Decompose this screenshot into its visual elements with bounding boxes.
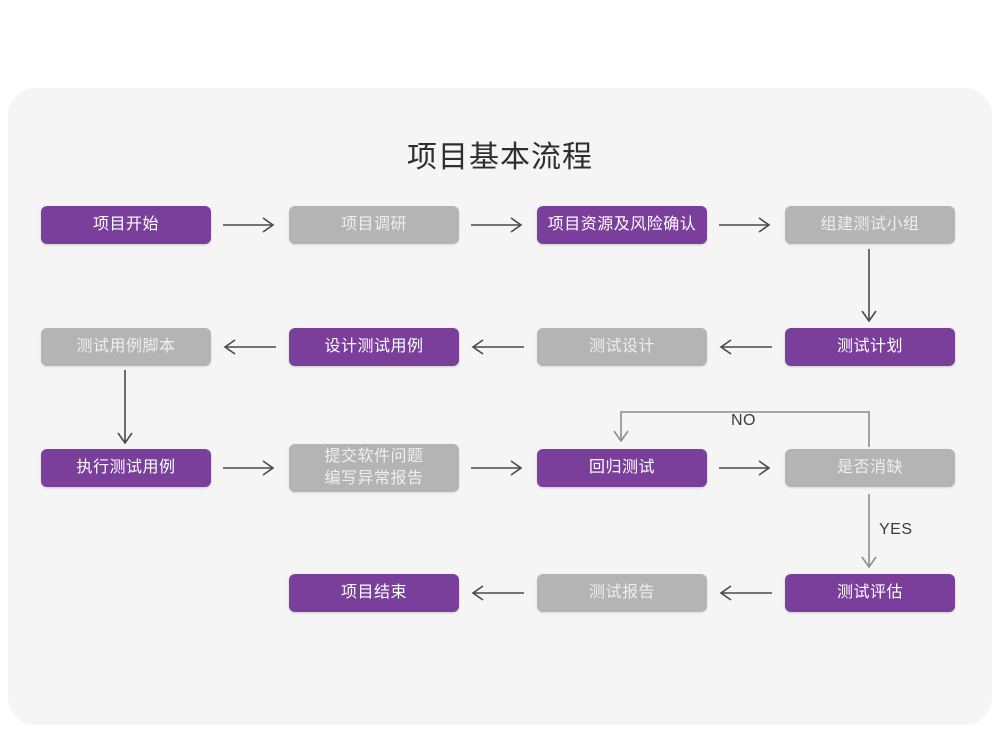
node-submit-bug-report-line2: 编写异常报告 xyxy=(324,470,424,487)
node-test-report[interactable]: 测试报告 xyxy=(537,574,707,612)
node-execute-test-case[interactable]: 执行测试用例 xyxy=(41,449,211,487)
node-form-test-team[interactable]: 组建测试小组 xyxy=(785,206,955,244)
node-design-test-case[interactable]: 设计测试用例 xyxy=(289,328,459,366)
node-project-end[interactable]: 项目结束 xyxy=(289,574,459,612)
node-submit-bug-report[interactable]: 提交软件问题 编写异常报告 xyxy=(289,444,459,492)
node-resource-risk-confirm[interactable]: 项目资源及风险确认 xyxy=(537,206,707,244)
node-test-evaluation[interactable]: 测试评估 xyxy=(785,574,955,612)
node-defect-resolved[interactable]: 是否消缺 xyxy=(785,449,955,487)
node-test-case-script[interactable]: 测试用例脚本 xyxy=(41,328,211,366)
edge-label-no: NO xyxy=(731,412,756,429)
node-project-research[interactable]: 项目调研 xyxy=(289,206,459,244)
page-title: 项目基本流程 xyxy=(407,141,593,174)
node-regression-test[interactable]: 回归测试 xyxy=(537,449,707,487)
node-project-start[interactable]: 项目开始 xyxy=(41,206,211,244)
node-submit-bug-report-line1: 提交软件问题 xyxy=(324,448,424,466)
node-test-design[interactable]: 测试设计 xyxy=(537,328,707,366)
flowchart-card xyxy=(8,88,992,725)
node-test-plan[interactable]: 测试计划 xyxy=(785,328,955,366)
edge-label-yes: YES xyxy=(879,521,913,538)
